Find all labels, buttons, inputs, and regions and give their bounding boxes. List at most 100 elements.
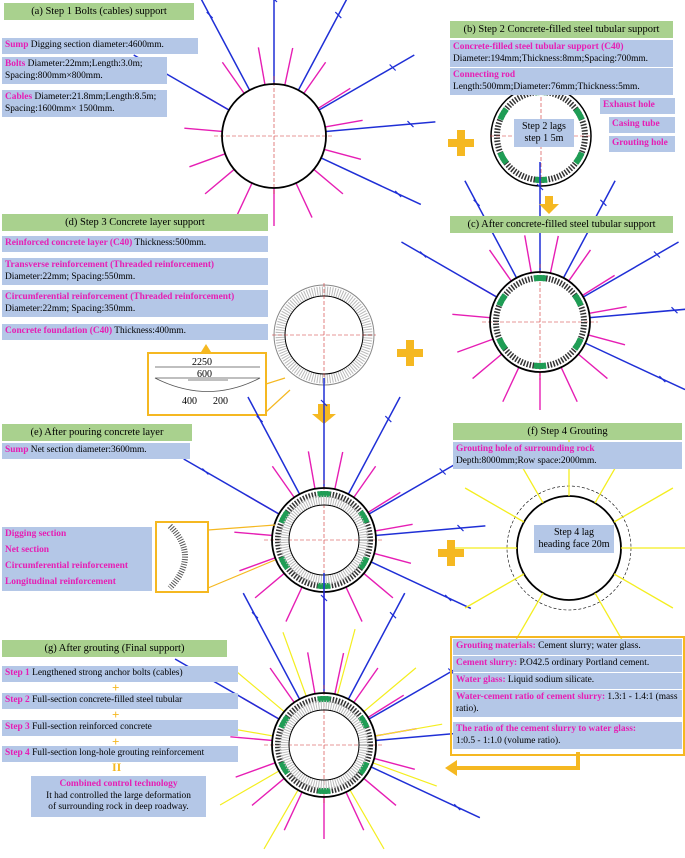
gm-key: Grouting materials: <box>456 641 536 651</box>
wc-row: Water-cement ratio of cement slurry: 1.3… <box>453 690 682 717</box>
plus-sign-e-f <box>438 540 464 566</box>
c-bolt-14 <box>457 338 494 353</box>
a-bolt-4 <box>284 47 294 86</box>
tr-text: Diameter:22mm; Spacing:550mm. <box>5 271 136 282</box>
e-cable-1 <box>247 396 301 495</box>
casing-tube-label: Casing tube <box>609 117 675 133</box>
e-callout-line-2 <box>207 559 276 589</box>
e-cable-tick-3 <box>384 415 392 423</box>
g-bolt-12 <box>283 791 303 831</box>
b-connector-5 <box>497 107 509 121</box>
c-cable-tick-4 <box>653 251 661 258</box>
g-connector-2 <box>357 761 370 776</box>
wc-text: 1.3:1 - 1.4:1 (mass ratio). <box>456 692 678 714</box>
a-cable-tick-5 <box>407 120 414 128</box>
arrow-b-to-c <box>539 196 559 214</box>
b-connector-1 <box>573 107 585 121</box>
g-bolt-2 <box>269 667 295 703</box>
f-grout-hole-7 <box>613 573 674 609</box>
long-reinf-text: Longitudinal reinforcement <box>5 577 116 587</box>
equals-sign: II <box>112 760 122 774</box>
rod-key: Connecting rod <box>453 70 516 80</box>
a-bolt-14 <box>189 153 226 168</box>
c-connector-4 <box>496 337 508 351</box>
e-bolt-12 <box>285 586 303 622</box>
e-bolt-4 <box>334 451 344 490</box>
panel-a-bolts: Bolts Diameter:22mm;Length:3.0m; Spacing… <box>2 57 167 84</box>
e-cable-3 <box>347 396 401 495</box>
g-cable-3 <box>347 592 406 700</box>
g-step3: Step 3 Full-section reinforced concrete <box>2 720 238 736</box>
g-s3-text: Full-section reinforced concrete <box>29 722 152 732</box>
g-s2-text: Full-section concrete-filled steel tubul… <box>29 695 183 705</box>
circ-reinf-text: Circumferential reinforcement <box>5 561 128 571</box>
digging-section-label: Digging section <box>2 527 152 543</box>
g-cable-tick-2 <box>320 594 328 602</box>
g-grout-hole-2 <box>282 632 307 697</box>
e-detail-frame <box>155 521 209 593</box>
g-bolt-13 <box>251 777 285 806</box>
net-section-text: Net section <box>5 545 49 555</box>
e-connector-4 <box>278 556 291 571</box>
gm-text: Cement slurry; water glass. <box>535 641 641 651</box>
b-connector-2 <box>573 151 585 165</box>
g-cable-6 <box>370 766 481 819</box>
c-cable-4 <box>582 241 679 298</box>
c-cable-0 <box>401 241 498 298</box>
e-cable-4 <box>368 458 465 515</box>
rc-key: Reinforced concrete layer (C40) <box>5 238 133 248</box>
a-cable-6 <box>320 157 422 206</box>
g-s4-key: Step 4 <box>5 748 30 758</box>
c-excavation-circle <box>489 271 591 373</box>
g-bolt-5 <box>353 667 379 703</box>
panel-b-cfst: Concrete-filled steel tubular support (C… <box>450 40 673 67</box>
sump-key: Sump <box>5 40 29 50</box>
g-connector-1 <box>357 714 370 729</box>
e-bolt-6 <box>367 491 401 514</box>
g-grout-hole-3 <box>336 628 356 695</box>
c-bolt-4 <box>549 235 559 274</box>
e-bolt-5 <box>353 465 377 498</box>
c-cable-tick-5 <box>671 306 678 314</box>
a-cable-4 <box>318 54 415 111</box>
g-s1-key: Step 1 <box>5 668 30 678</box>
panel-f-grouting-hole: Grouting hole of surrounding rock Depth:… <box>453 442 682 469</box>
e-cable-tick-5 <box>457 524 464 532</box>
f-grout-hole-1 <box>464 487 525 523</box>
cr-key: Circumferential reinforcement (Threaded … <box>5 292 235 302</box>
cr-text: Diameter:22mm; Spacing:350mm. <box>5 303 136 314</box>
e-bolt-7 <box>375 523 413 532</box>
f-grout-hole-5 <box>613 487 674 523</box>
g-step2: Step 2 Full-section concrete-filled stee… <box>2 693 238 709</box>
cfst-key: Concrete-filled steel tubular support (C… <box>453 42 624 52</box>
g-grout-hole-4 <box>363 667 417 713</box>
a-bolt-8 <box>324 148 362 160</box>
a-cable-tick-2 <box>274 0 278 3</box>
dim-2250: 2250 <box>192 357 212 368</box>
e-bolt-0 <box>234 531 273 537</box>
panel-c-title: (c) After concrete-filled steel tubular … <box>450 216 673 233</box>
c-bolt-8 <box>588 334 626 346</box>
a-bolt-13 <box>204 168 235 195</box>
plus-sign-d-c <box>397 340 423 366</box>
a-cable-tick-6 <box>394 190 402 198</box>
gm-row: Grouting materials: Cement slurry; water… <box>453 639 682 655</box>
net-section-label: Net section <box>2 543 152 559</box>
plus-sign-a-b <box>448 130 474 156</box>
e-detail-ring <box>167 523 188 591</box>
combined-control-box: Combined control technology It had contr… <box>31 776 206 817</box>
e-cable-tick-4 <box>439 468 447 475</box>
plus-2: + <box>112 707 120 722</box>
panel-b-rod: Connecting rod Length:500mm;Diameter:76m… <box>450 68 673 95</box>
long-reinf-label: Longitudinal reinforcement <box>2 575 152 591</box>
arrow-f-to-g-head <box>445 760 457 776</box>
c-cable-tick-6 <box>658 375 666 383</box>
g-grout-hole-7 <box>349 789 385 850</box>
e-callout-line-1 <box>207 524 276 531</box>
e-bolt-10 <box>345 586 363 622</box>
a-bolt-3 <box>257 47 266 85</box>
e-bolt-14 <box>239 557 276 572</box>
g-concrete-layer <box>279 700 369 790</box>
g-bolt-3 <box>306 652 316 694</box>
